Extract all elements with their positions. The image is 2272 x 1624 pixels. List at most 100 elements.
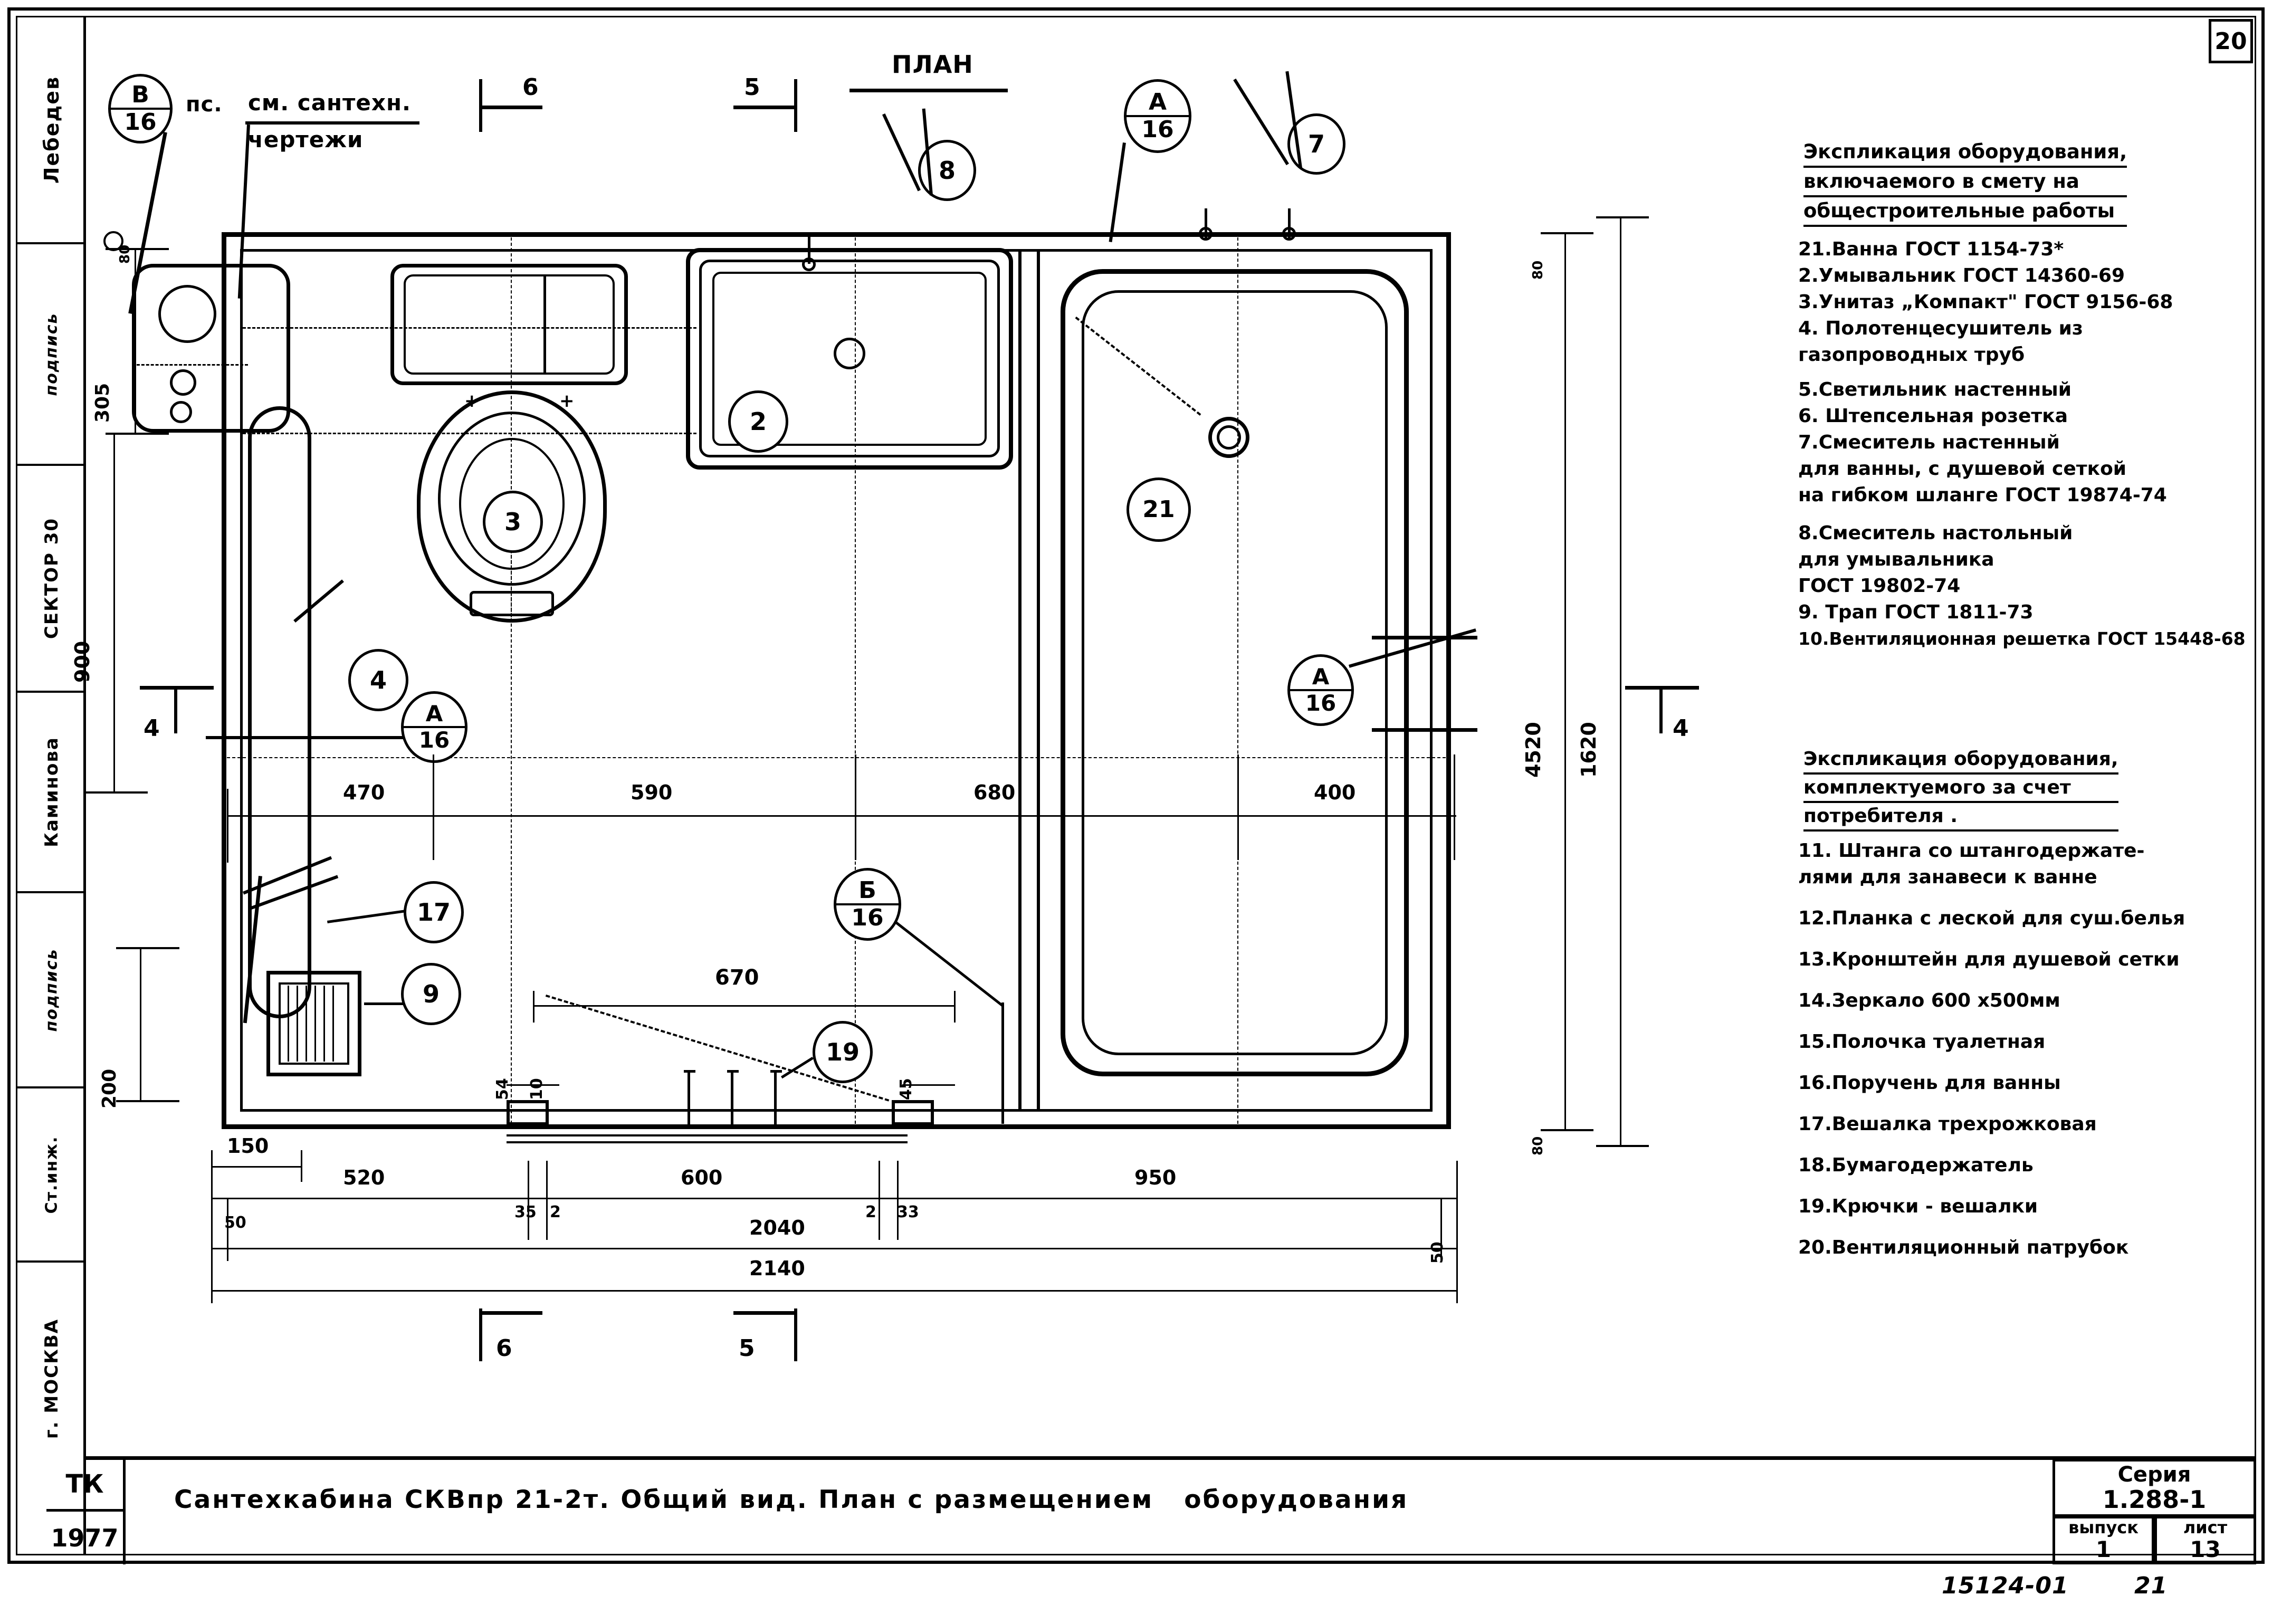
mixer-tap-right xyxy=(1372,636,1477,639)
bubble-v-16[interactable]: В 16 xyxy=(108,74,173,144)
bubble-a-16-top[interactable]: А 16 xyxy=(1124,79,1191,153)
dim-50-right: 50 xyxy=(1428,1241,1447,1264)
dim-33: 33 xyxy=(897,1203,919,1221)
towel-dryer-pipe xyxy=(248,406,311,1018)
bubble-4[interactable]: 4 xyxy=(348,649,408,711)
dim-2040: 2040 xyxy=(749,1216,805,1239)
wc-cistern-divider xyxy=(543,275,546,374)
legend-item: для умывальника xyxy=(1798,549,1994,570)
bubble-2[interactable]: 2 xyxy=(728,390,788,453)
stamp-sector: СЕКТОР 30 xyxy=(41,517,63,639)
centerline-v-mid xyxy=(855,232,856,1129)
legend-item: для ванны, с душевой сеткой xyxy=(1798,458,2127,480)
title-stage-cell: ТК xyxy=(46,1459,126,1512)
legend-section-2-items: 11. Штанга со штангодержате- лями для за… xyxy=(1798,838,2185,1261)
bubble-3[interactable]: 3 xyxy=(483,491,543,553)
bubble-b-16[interactable]: Б 16 xyxy=(834,868,901,941)
bubble-a-16-left[interactable]: А 16 xyxy=(401,691,467,763)
stamp-cell-role: Ст.инж. xyxy=(17,1088,86,1263)
bubble-21[interactable]: 21 xyxy=(1127,477,1191,542)
legend-item: ГОСТ 19802-74 xyxy=(1798,575,1961,597)
dim-mid-590: 590 xyxy=(631,781,673,804)
dim-150-line xyxy=(211,1166,301,1168)
dim-150: 150 xyxy=(227,1134,269,1158)
washbasin-mid xyxy=(699,260,1000,457)
dim-right-1620-line xyxy=(1620,216,1621,1145)
page-number: 20 xyxy=(2214,27,2247,55)
dim-mid-line xyxy=(227,815,1456,817)
plan-title-underline xyxy=(849,89,1008,92)
title-issue-value: 1 xyxy=(2095,1536,2112,1562)
legend-item: 13.Кронштейн для душевой сетки xyxy=(1798,949,2180,970)
dim-left-305: 305 xyxy=(92,383,113,423)
legend-item: 15.Полочка туалетная xyxy=(1798,1031,2046,1053)
door-jamb-right xyxy=(892,1100,934,1125)
dim-corner-tr: 80 xyxy=(1530,260,1546,280)
dim-left-305-line xyxy=(135,248,136,433)
bubble-17[interactable]: 17 xyxy=(404,881,464,943)
dim-mid-680: 680 xyxy=(973,781,1016,804)
tank-marker-circle xyxy=(103,231,123,251)
dim-mid-400: 400 xyxy=(1314,781,1356,804)
legend-item: 5.Светильник настенный xyxy=(1798,379,2071,400)
title-block-top-rule xyxy=(86,1456,2256,1460)
title-stage: ТК xyxy=(65,1469,104,1499)
centerline-h-2 xyxy=(243,433,696,434)
bubble-9[interactable]: 9 xyxy=(401,963,461,1025)
see-plumbing-line2: чертежи xyxy=(248,127,364,152)
bubble-a-16-right[interactable]: А 16 xyxy=(1287,654,1354,726)
dim-2a: 2 xyxy=(550,1203,561,1221)
dim-2140: 2140 xyxy=(749,1257,805,1280)
dim-left-200-line xyxy=(140,947,141,1100)
stamp-cell-surname-2: Каминова xyxy=(17,693,86,893)
wc-plus-right: + xyxy=(559,390,575,412)
legend-s2-title-0: Экспликация оборудования, xyxy=(1803,746,2118,775)
bathtub-outer xyxy=(1061,269,1409,1076)
title-series-value: 1.288-1 xyxy=(2102,1485,2207,1514)
page-number-box: 20 xyxy=(2209,19,2253,63)
legend-item: 12.Планка с леской для суш.белья xyxy=(1798,907,2185,929)
bubble-19[interactable]: 19 xyxy=(813,1021,873,1083)
legend-item: 16.Поручень для ванны xyxy=(1798,1072,2061,1094)
dim-54-line xyxy=(507,1084,559,1086)
dim-mid-470: 470 xyxy=(343,781,385,804)
bubble-7[interactable]: 7 xyxy=(1287,113,1345,175)
legend-section-1-items: 21.Ванна ГОСТ 1154-73* 2.Умывальник ГОСТ… xyxy=(1798,236,2246,652)
wc-bowl-foot xyxy=(470,591,554,616)
title-issue-label: выпуск xyxy=(2068,1517,2139,1538)
dim-45: 45 xyxy=(897,1078,915,1100)
stamp-cell-surname-1: Лебедев xyxy=(17,17,86,244)
dim-50-left: 50 xyxy=(224,1214,246,1232)
title-sheet-label: лист xyxy=(2183,1517,2228,1538)
wc-bowl-inner xyxy=(459,438,565,570)
title-main: Сантехкабина СКВпр 21-2т. Общий вид. Пла… xyxy=(174,1485,1409,1514)
stamp-cell-sector: СЕКТОР 30 xyxy=(17,466,86,693)
centerline-h-1 xyxy=(243,327,696,329)
legend-section-1-title: Экспликация оборудования, включаемого в … xyxy=(1803,138,2127,227)
dim-35: 35 xyxy=(514,1203,537,1221)
dim-45-line xyxy=(902,1084,955,1086)
dim-10: 10 xyxy=(528,1078,546,1100)
dim-right-1620: 1620 xyxy=(1577,722,1600,778)
dim-2b: 2 xyxy=(865,1203,876,1221)
legend-item: 7.Смеситель настенный xyxy=(1798,432,2060,453)
legend-s2-title-2: потребителя . xyxy=(1803,803,2118,832)
stamp-signature-2: подпись xyxy=(42,948,61,1032)
title-sheet-value: 13 xyxy=(2190,1536,2221,1562)
legend-item: 3.Унитаз „Компакт" ГОСТ 9156-68 xyxy=(1798,291,2173,313)
title-series-label: Серия xyxy=(2117,1462,2191,1487)
sheet-border-inner xyxy=(16,16,2256,1555)
washbasin-inner xyxy=(712,272,987,446)
title-year: 1977 xyxy=(51,1524,119,1552)
wc-cistern-inner xyxy=(404,274,615,375)
legend-s1-title-1: включаемого в смету на xyxy=(1803,168,2127,197)
leader-9 xyxy=(364,1002,404,1005)
bottom-code: 15124-01 xyxy=(1942,1572,2069,1599)
see-plumbing-line1: см. сантехн. xyxy=(248,90,411,116)
stamp-signature-1: подпись xyxy=(42,312,61,396)
legend-item: 19.Крючки - вешалки xyxy=(1798,1196,2038,1217)
legend-item: 21.Ванна ГОСТ 1154-73* xyxy=(1798,238,2064,260)
partition-line-1 xyxy=(1018,249,1022,1112)
door-threshold xyxy=(507,1125,908,1129)
